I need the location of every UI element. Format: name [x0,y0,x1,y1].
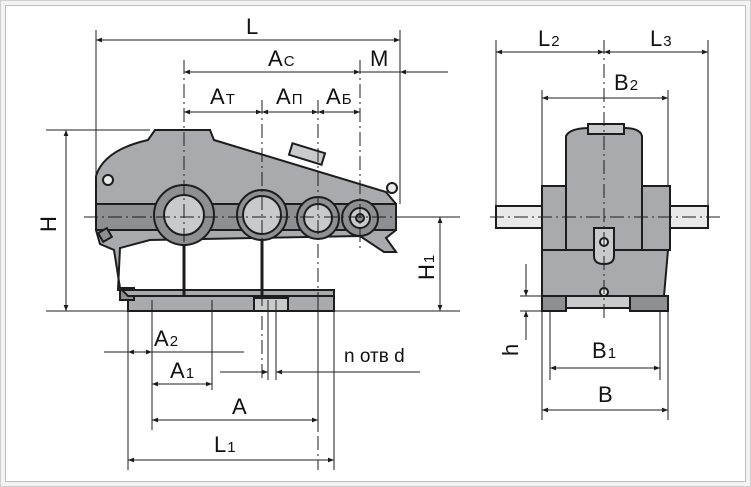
label-B: B [598,382,613,407]
label-A2: A2 [154,326,178,351]
label-H: H [36,216,61,232]
label-B2: B2 [614,70,638,95]
label-Ap: AП [276,84,302,109]
label-A: A [232,394,247,419]
label-holes: n отв d [344,346,405,367]
foot-hole-boss [253,297,289,312]
label-Ac: AC [268,46,295,71]
side-foot-right [629,295,669,312]
inspection-lid [287,142,327,166]
drain-plug [96,226,114,244]
label-At: AТ [210,84,235,109]
label-M: M [370,46,388,71]
side-lid [587,123,625,135]
label-h: h [498,344,523,356]
side-view [490,40,720,320]
lifting-lug-left [102,174,114,186]
label-L1: L1 [214,432,236,457]
label-L: L [246,14,258,39]
base-plate [127,295,335,312]
label-A1: A1 [170,358,194,383]
front-dimensions [46,30,460,470]
labels: L AC M AТ AП AБ H H1 A2 A1 n отв d A L1 … [36,14,672,457]
label-B1: B1 [592,338,616,363]
label-Ab: AБ [326,84,352,109]
front-view [84,60,412,470]
lifting-lug-right [386,182,398,194]
label-H1: H1 [414,255,439,280]
side-foot-left [541,295,567,312]
label-L3: L3 [650,26,672,51]
label-L2: L2 [538,26,560,51]
side-base [565,295,631,309]
side-dimensions [495,40,709,420]
